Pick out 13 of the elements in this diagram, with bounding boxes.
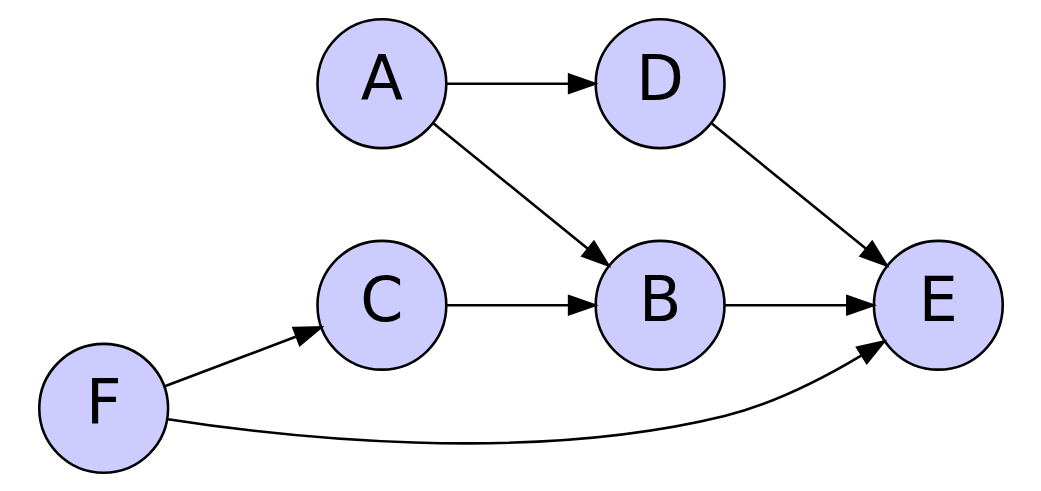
arrow: [445, 293, 599, 316]
arrow: [724, 293, 877, 316]
arrow: [445, 72, 599, 95]
arrow: [163, 325, 324, 387]
node-circle: F: [37, 342, 169, 474]
node-circle: E: [872, 239, 1004, 371]
node-circle: B: [593, 239, 726, 371]
arrow: [167, 339, 887, 445]
node-circle: A: [315, 17, 448, 149]
node-circle: D: [593, 17, 726, 149]
arrow: [431, 121, 611, 268]
node-circle: C: [315, 239, 448, 371]
arrow: [710, 121, 889, 268]
